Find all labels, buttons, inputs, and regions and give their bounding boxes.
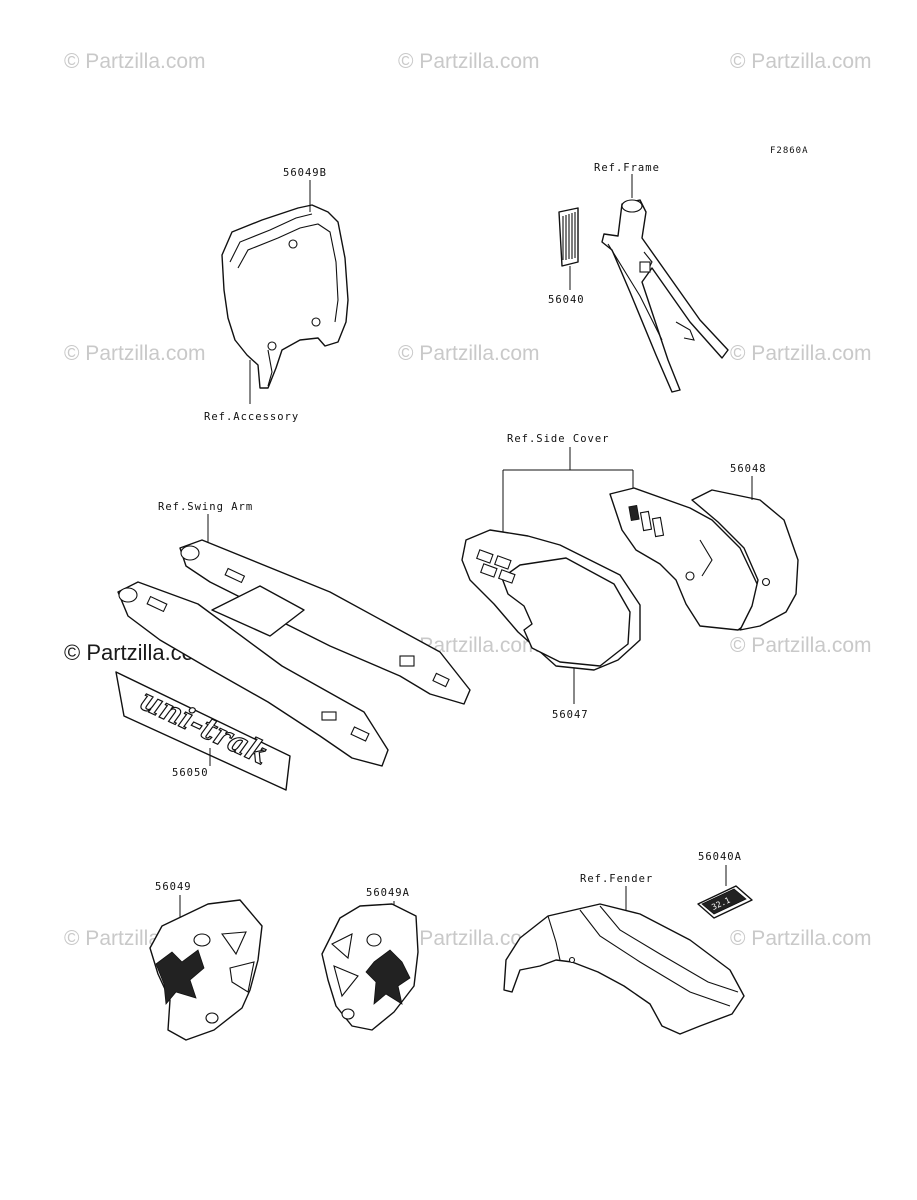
label-ref-side-cover: Ref.Side Cover <box>507 433 610 445</box>
label-56047: 56047 <box>552 709 589 721</box>
part-56049B-number-plate <box>221 204 349 389</box>
part-56047-side-cover-decal <box>461 529 641 671</box>
fender <box>503 903 745 1035</box>
label-56040A: 56040A <box>698 851 742 863</box>
watermark: © Partzilla.com <box>398 927 540 950</box>
label-56040: 56040 <box>548 294 585 306</box>
watermark: © Partzilla.com <box>730 50 872 73</box>
watermark: © Partzilla.com <box>730 927 872 950</box>
frame-section <box>601 199 729 393</box>
part-56040-caution-label <box>558 207 579 267</box>
leader-bracket <box>502 447 634 540</box>
part-56048-side-cover-decal <box>609 487 799 631</box>
label-56049: 56049 <box>155 881 192 893</box>
label-ref-frame: Ref.Frame <box>594 162 660 174</box>
part-56049A-shroud-decal <box>321 903 419 1031</box>
watermark: © Partzilla.com <box>64 342 206 365</box>
watermark: © Partzilla.com <box>730 342 872 365</box>
label-56048: 56048 <box>730 463 767 475</box>
watermark: © Partzilla.com <box>730 634 872 657</box>
watermark: © Partzilla.com <box>64 50 206 73</box>
figure-code: F2860A <box>770 146 809 156</box>
label-ref-swing-arm: Ref.Swing Arm <box>158 501 253 513</box>
part-56049-shroud-decal <box>149 899 263 1041</box>
swing-arm <box>117 539 471 767</box>
watermark: © Partzilla.com <box>398 50 540 73</box>
label-ref-accessory: Ref.Accessory <box>204 411 299 423</box>
label-ref-fender: Ref.Fender <box>580 873 653 885</box>
part-56040A-info-label: 32.1 <box>697 885 753 919</box>
watermark: © Partzilla.com <box>398 342 540 365</box>
label-56049A: 56049A <box>366 887 410 899</box>
label-56050: 56050 <box>172 767 209 779</box>
label-56049B: 56049B <box>283 167 327 179</box>
